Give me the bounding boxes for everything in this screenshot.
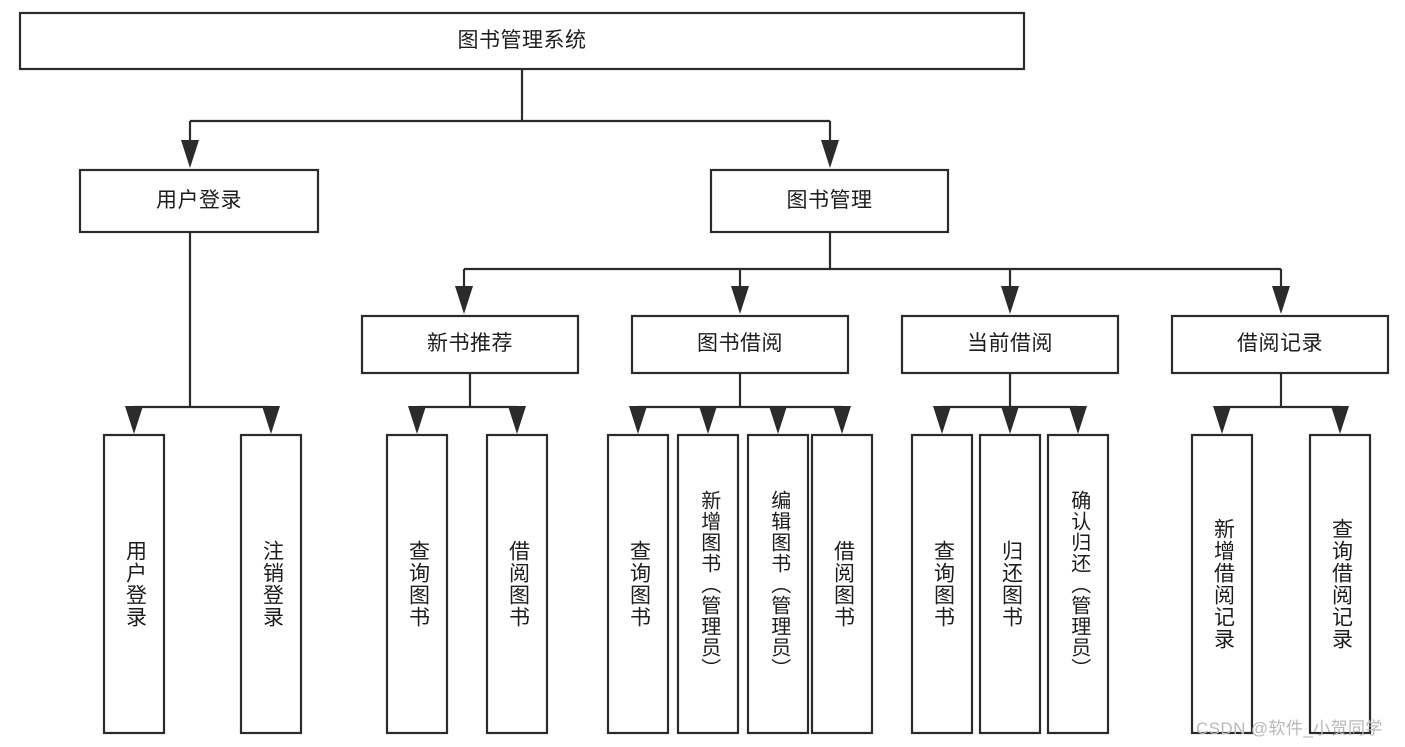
- arrow-head-book-borrow: [731, 286, 749, 314]
- node-box-book-mgmt[interactable]: [709, 168, 950, 234]
- arrow-head-leaf-current-borrow-3: [1069, 406, 1087, 434]
- node-box-leaf-new-book-1[interactable]: [385, 433, 449, 735]
- node-box-leaf-current-borrow-1[interactable]: [910, 433, 974, 735]
- node-box-leaf-new-book-2[interactable]: [485, 433, 549, 735]
- connector-group-book-borrow: [629, 373, 851, 434]
- connector-group-current-borrow: [933, 373, 1087, 434]
- arrow-head-leaf-borrow-record-2: [1331, 406, 1349, 434]
- arrow-head-leaf-user-login-2: [262, 406, 280, 434]
- node-box-leaf-current-borrow-3[interactable]: [1046, 433, 1110, 735]
- arrow-head-leaf-current-borrow-2: [1001, 406, 1019, 434]
- node-box-leaf-book-borrow-1[interactable]: [606, 433, 670, 735]
- node-box-borrow-record[interactable]: [1170, 314, 1390, 375]
- arrow-head-leaf-book-borrow-2: [699, 406, 717, 434]
- arrow-head-leaf-new-book-1: [408, 406, 426, 434]
- connector-group-root: [181, 69, 839, 168]
- node-box-leaf-book-borrow-4[interactable]: [810, 433, 874, 735]
- arrow-head-leaf-new-book-2: [508, 406, 526, 434]
- arrow-head-leaf-current-borrow-1: [933, 406, 951, 434]
- arrow-head-leaf-book-borrow-1: [629, 406, 647, 434]
- node-box-current-borrow[interactable]: [900, 314, 1120, 375]
- arrow-head-book-mgmt: [821, 140, 839, 168]
- arrow-head-new-book: [455, 286, 473, 314]
- arrow-head-leaf-borrow-record-1: [1213, 406, 1231, 434]
- node-box-leaf-book-borrow-3[interactable]: [746, 433, 810, 735]
- connector-group-book-mgmt: [455, 232, 1290, 314]
- arrow-head-leaf-book-borrow-4: [833, 406, 851, 434]
- node-box-leaf-borrow-record-2[interactable]: [1308, 433, 1372, 735]
- node-box-user-login[interactable]: [78, 168, 320, 234]
- node-box-new-book-recommend[interactable]: [360, 314, 580, 375]
- arrow-head-borrow-record: [1272, 286, 1290, 314]
- node-box-leaf-user-login-2[interactable]: [239, 433, 303, 735]
- node-box-leaf-borrow-record-1[interactable]: [1190, 433, 1254, 735]
- node-box-root[interactable]: [18, 11, 1026, 71]
- node-box-book-borrow[interactable]: [630, 314, 850, 375]
- node-box-leaf-current-borrow-2[interactable]: [978, 433, 1042, 735]
- arrow-head-leaf-book-borrow-3: [769, 406, 787, 434]
- connector-group-new-book: [408, 373, 526, 434]
- connector-group-borrow-record: [1213, 373, 1349, 434]
- arrow-head-leaf-user-login-1: [125, 406, 143, 434]
- connector-group-user-login: [125, 232, 280, 434]
- node-box-leaf-book-borrow-2[interactable]: [676, 433, 740, 735]
- arrow-head-user-login: [181, 140, 199, 168]
- node-box-leaf-user-login-1[interactable]: [102, 433, 166, 735]
- arrow-head-current-borrow: [1001, 286, 1019, 314]
